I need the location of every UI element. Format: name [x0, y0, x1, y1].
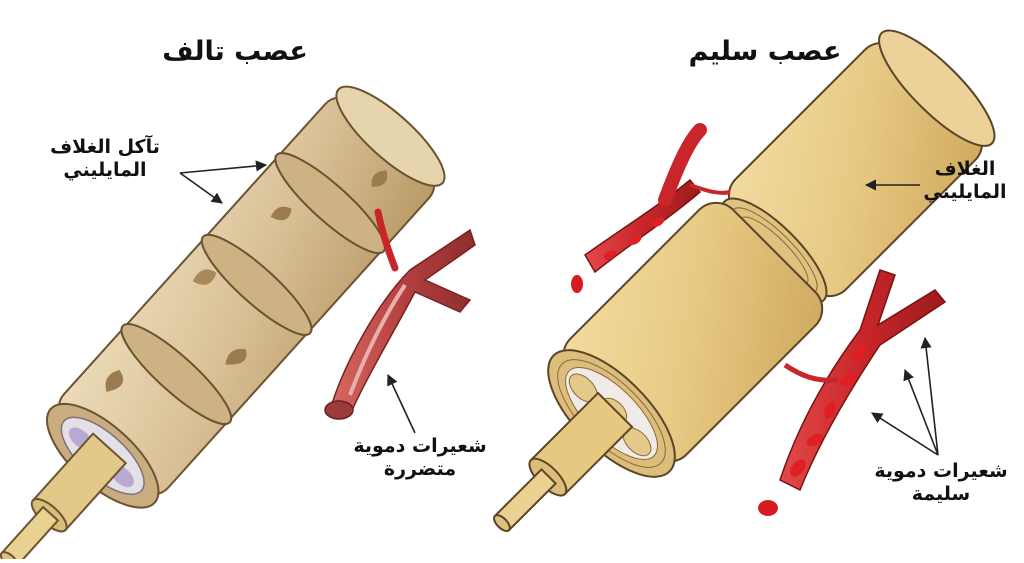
damaged-capillaries-label: شعيرات دموية متضررة [345, 435, 495, 481]
annotation-arrows [179, 160, 939, 456]
myelin-erosion-line2: المايليني [63, 158, 147, 181]
damaged-capillaries-line1: شعيرات دموية [353, 435, 487, 457]
healthy-capillary-upper [571, 123, 731, 293]
damaged-nerve [0, 85, 476, 563]
healthy-capillaries-label: شعيرات دموية سليمة [866, 460, 1016, 506]
myelin-erosion-label: تآكل الغلاف المايليني [30, 136, 180, 182]
healthy-capillary-lower [758, 269, 947, 516]
healthy-nerve-title: عصب سليم [688, 36, 842, 67]
damaged-capillaries-line2: متضررة [383, 457, 457, 480]
healthy-capillaries-line1: شعيرات دموية [874, 460, 1008, 482]
damaged-nerve-title: عصب تالف [162, 36, 308, 67]
myelin-sheath-line1: الغلاف [934, 158, 996, 180]
myelin-sheath-label: الغلاف المايليني [915, 158, 1015, 204]
healthy-capillaries-line2: سليمة [911, 482, 971, 505]
damaged-capillary [324, 208, 476, 420]
myelin-sheath-line2: المايليني [923, 180, 1007, 203]
myelin-erosion-line1: تآكل الغلاف [50, 136, 160, 158]
healthy-nerve [493, 29, 996, 532]
